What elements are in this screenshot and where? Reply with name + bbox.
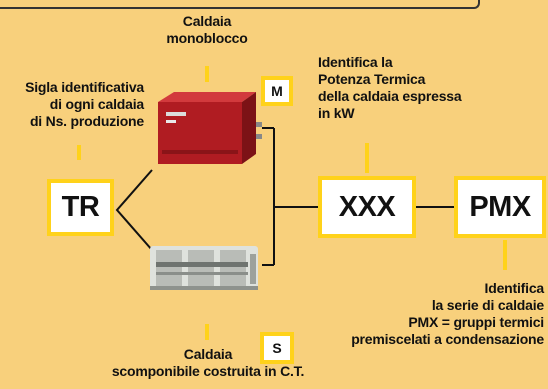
monoblocco-subtitle: monoblocco: [166, 30, 248, 46]
tr-code-label: TR: [61, 191, 100, 223]
serie-line-4: premiscelati a condensazione: [351, 331, 544, 347]
sigla-line-2: di ogni caldaia: [49, 96, 144, 112]
m-code-label: M: [271, 83, 283, 99]
potenza-line-2: Potenza Termica: [318, 71, 426, 87]
xxx-code-label: XXX: [338, 190, 396, 223]
serie-line-3: PMX = gruppi termici: [408, 314, 544, 330]
potenza-line-3: della caldaia espressa: [318, 88, 462, 104]
s-code-box: S: [260, 332, 294, 364]
pmx-code-box: PMX: [454, 176, 546, 238]
header-bar: [0, 0, 480, 9]
tr-branch-line: [115, 169, 153, 251]
m-code-box: M: [261, 76, 293, 106]
xxx-code-box: XXX: [318, 176, 416, 238]
scomponibile-caption: Caldaia scomponibile costruita in C.T.: [90, 346, 326, 380]
scomponibile-subtitle: scomponibile costruita in C.T.: [111, 363, 305, 379]
scomponibile-title: Caldaia: [183, 346, 233, 362]
tr-code-box: TR: [47, 179, 114, 236]
s-code-label: S: [272, 340, 282, 356]
pmx-code-label: PMX: [469, 190, 531, 223]
monoblocco-title: Caldaia: [182, 13, 232, 29]
serie-caption: Identifica la serie di caldaie PMX = gru…: [316, 280, 544, 348]
sectional-boiler-image: [150, 246, 258, 290]
serie-line-1: Identifica: [484, 280, 545, 296]
sigla-caption: Sigla identificativa di ogni caldaia di …: [4, 79, 144, 130]
monoblocco-caption: Caldaia monoblocco: [150, 13, 264, 47]
sigla-line-1: Sigla identificativa: [25, 79, 144, 95]
monoblock-boiler-image: [158, 92, 262, 164]
potenza-caption: Identifica la Potenza Termica della cald…: [318, 54, 518, 122]
potenza-line-1: Identifica la: [318, 54, 393, 70]
sigla-line-3: di Ns. produzione: [29, 113, 144, 129]
potenza-line-4: in kW: [318, 105, 355, 121]
serie-line-2: la serie di caldaie: [431, 297, 544, 313]
